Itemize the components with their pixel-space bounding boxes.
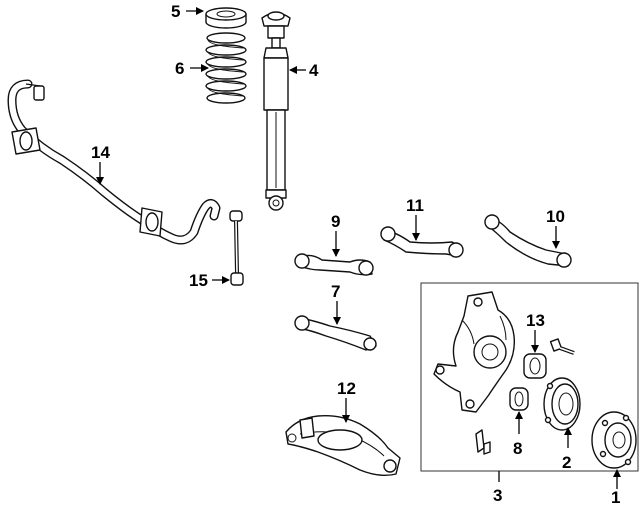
callout-1: 1 bbox=[611, 488, 620, 507]
control-arm-10-part bbox=[484, 214, 572, 268]
callout-7: 7 bbox=[331, 282, 340, 301]
wheel-hub-part bbox=[591, 411, 637, 469]
stabilizer-link-part bbox=[229, 210, 244, 286]
stabilizer-bar-part bbox=[7, 79, 221, 245]
control-arm-9-part bbox=[294, 253, 374, 276]
bushing-8-part bbox=[509, 387, 529, 411]
callout-15: 15 bbox=[189, 271, 208, 290]
callout-5: 5 bbox=[171, 2, 180, 21]
callout-2: 2 bbox=[562, 453, 571, 472]
callout-3: 3 bbox=[493, 486, 502, 505]
control-arm-11-part bbox=[380, 226, 464, 258]
callout-10: 10 bbox=[546, 207, 565, 226]
bolt-part bbox=[549, 338, 575, 355]
coil-spring-part bbox=[205, 32, 247, 104]
shock-absorber-part bbox=[261, 11, 291, 211]
callout-8: 8 bbox=[513, 439, 522, 458]
callout-14: 14 bbox=[91, 143, 110, 162]
callout-9: 9 bbox=[331, 212, 340, 231]
wheel-carrier-knuckle-part bbox=[433, 291, 516, 413]
spring-upper-mount-part bbox=[205, 7, 247, 29]
callout-11: 11 bbox=[406, 196, 424, 215]
bushing-13-part bbox=[523, 353, 547, 379]
lower-control-arm-part bbox=[285, 414, 401, 477]
callout-labels: 5 6 4 14 15 9 11 10 7 12 13 8 2 3 1 bbox=[91, 2, 620, 507]
callout-12: 12 bbox=[337, 379, 356, 398]
callout-4: 4 bbox=[309, 61, 319, 80]
control-arm-7-part bbox=[294, 315, 377, 351]
clip-part bbox=[475, 429, 491, 455]
callout-6: 6 bbox=[175, 59, 184, 78]
wheel-bearing-part bbox=[543, 377, 581, 431]
leader-lines bbox=[96, 7, 621, 489]
callout-13: 13 bbox=[526, 311, 545, 330]
knuckle-assembly-group-box bbox=[420, 282, 639, 472]
